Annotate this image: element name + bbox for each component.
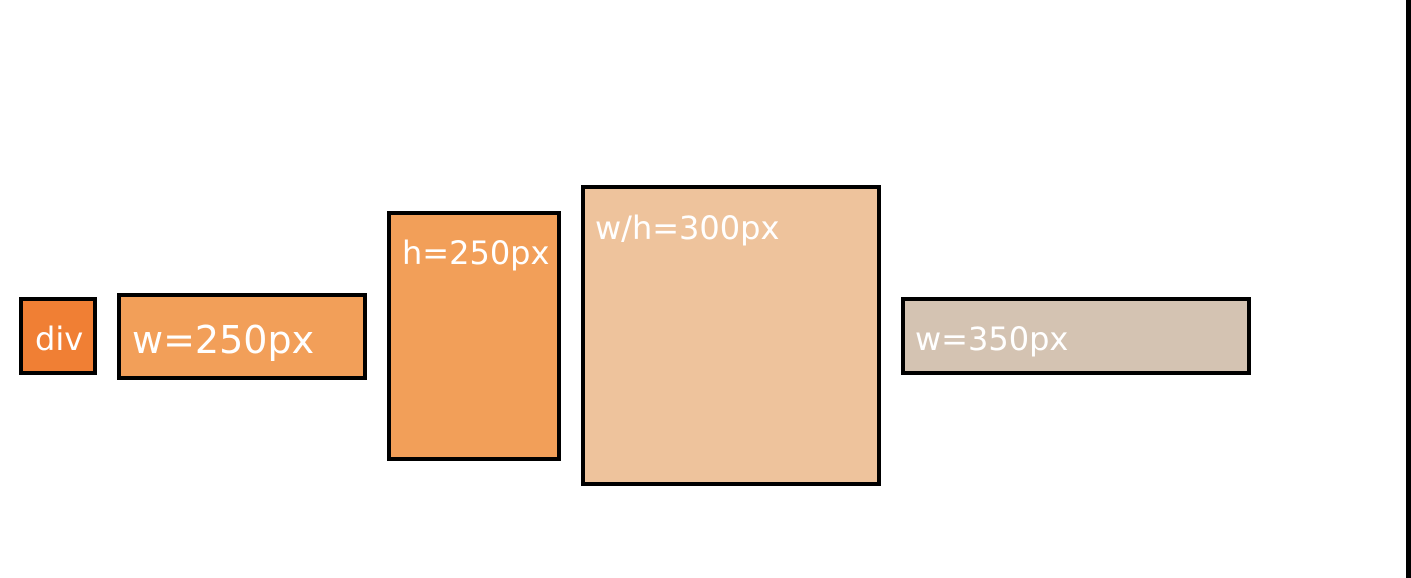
width-350-box-label: w=350px [915, 320, 1069, 358]
right-edge-line [1406, 0, 1411, 578]
height-250-box: h=250px [387, 211, 561, 461]
div-box-label: div [35, 320, 84, 358]
square-300-box-label: w/h=300px [595, 209, 780, 247]
height-250-box-label: h=250px [402, 234, 550, 272]
width-250-box: w=250px [117, 293, 367, 380]
width-350-box: w=350px [901, 297, 1251, 375]
width-250-box-label: w=250px [132, 318, 315, 362]
div-box: div [19, 297, 97, 375]
square-300-box: w/h=300px [581, 185, 881, 486]
